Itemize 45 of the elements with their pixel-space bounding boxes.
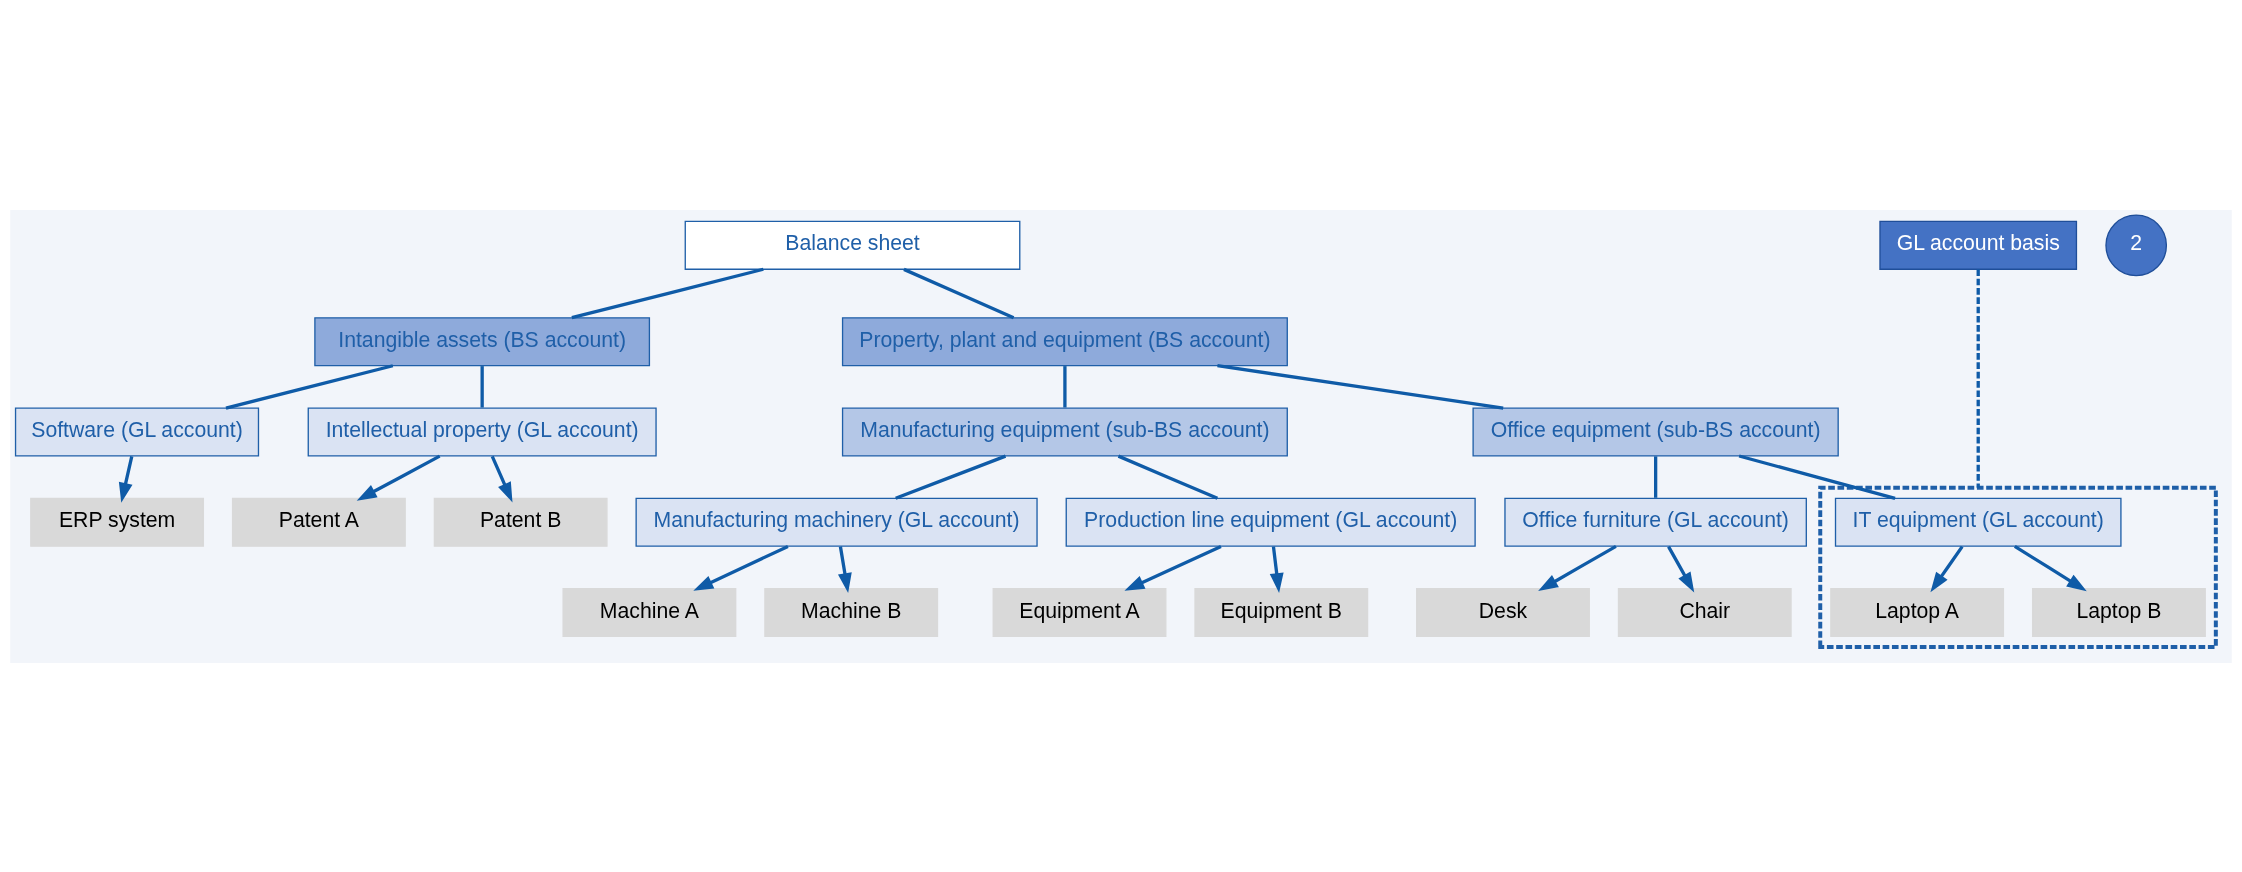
- connector: [1217, 363, 1504, 410]
- node-box: Chair: [1617, 587, 1792, 637]
- node-box: Laptop A: [1830, 587, 2005, 637]
- arrow: [356, 454, 441, 501]
- node-box: Manufacturing machinery (GL account): [635, 497, 1038, 547]
- node-box: GL account basis: [1879, 220, 2078, 270]
- cluster: [1818, 485, 2218, 649]
- node-box: Balance sheet: [684, 220, 1021, 270]
- node-box: Desk: [1416, 587, 1590, 637]
- node-box: Machine A: [562, 587, 737, 637]
- arrow: [2013, 544, 2087, 591]
- arrow: [1667, 545, 1695, 592]
- node-box: Software (GL account): [14, 406, 260, 457]
- node-box: Intangible assets (BS account): [314, 316, 651, 366]
- node-circle: 2: [2105, 213, 2168, 276]
- connector: [1654, 455, 1658, 498]
- arrow: [837, 545, 852, 593]
- connector: [571, 267, 764, 319]
- node-box: Production line equipment (GL account): [1065, 497, 1476, 547]
- node-box: Office equipment (sub-BS account): [1472, 406, 1839, 457]
- connector: [903, 267, 1015, 319]
- arrow: [1124, 544, 1222, 591]
- node-box: Equipment A: [992, 587, 1167, 637]
- node-box: ERP system: [30, 497, 205, 547]
- node-box: Manufacturing equipment (sub-BS account): [841, 406, 1288, 457]
- node-box: Intellectual property (GL account): [307, 406, 657, 457]
- connector: [225, 363, 394, 410]
- arrow: [1269, 545, 1284, 593]
- arrow: [118, 455, 134, 503]
- arrow: [693, 544, 789, 591]
- connector: [1976, 269, 1980, 488]
- arrow: [490, 455, 513, 502]
- arrow: [1538, 544, 1617, 591]
- node-box: Property, plant and equipment (BS account): [841, 316, 1288, 366]
- connector: [1063, 365, 1067, 408]
- node-box: Machine B: [764, 587, 939, 637]
- connector: [1117, 454, 1219, 500]
- node-box: Laptop B: [2031, 587, 2206, 637]
- node-box: Equipment B: [1194, 587, 1369, 637]
- arrow: [1930, 545, 1964, 592]
- node-box: Patent B: [433, 497, 608, 547]
- node-box: IT equipment (GL account): [1834, 497, 2122, 547]
- connector: [480, 365, 484, 408]
- node-box: Patent A: [231, 497, 406, 547]
- node-box: Office furniture (GL account): [1504, 497, 1807, 547]
